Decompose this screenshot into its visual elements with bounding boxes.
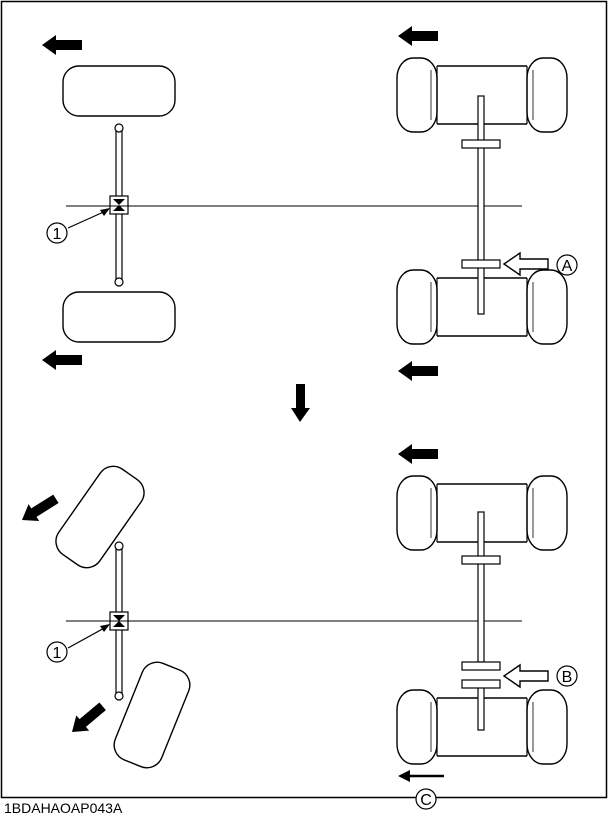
transition-down-arrow [291, 384, 310, 422]
circled-letter-icon: C [415, 788, 437, 810]
circled-letter-icon: A [556, 254, 578, 276]
front-wheel-top-left [62, 65, 176, 117]
black-arrow-icon [16, 490, 62, 529]
black-arrow-icon [42, 35, 82, 55]
leader-1-top [67, 209, 109, 229]
circled-number-icon: 1 [46, 641, 68, 663]
bottom-panel: 1 B C [16, 444, 578, 810]
callout-1-bottom-text: 1 [53, 645, 62, 662]
black-arrow-icon [398, 444, 438, 464]
figure-code: 1BDAHAOAP043A [4, 800, 123, 816]
black-arrow-icon [398, 361, 438, 381]
callout-1-top-text: 1 [53, 226, 62, 243]
callout-c-text: C [420, 792, 432, 809]
top-panel: 1 A [42, 26, 578, 381]
front-wheel-bottom-left [62, 291, 176, 343]
front-axle-top [109, 123, 129, 287]
frame-border [0, 0, 608, 799]
front-wheel-turned-upper [55, 465, 145, 569]
rear-driveshaft-bottom [461, 511, 501, 731]
callout-a-text: A [562, 258, 573, 275]
circled-letter-icon: B [556, 665, 578, 687]
hollow-arrow-icon [503, 664, 549, 688]
front-wheel-turned-lower [113, 661, 191, 769]
callout-b-text: B [562, 669, 573, 686]
black-arrow-icon [42, 350, 82, 370]
circled-number-icon: 1 [46, 222, 68, 244]
rear-driveshaft-top [461, 95, 501, 315]
thin-arrow-c [398, 770, 444, 782]
black-arrow-icon [65, 698, 110, 740]
black-arrow-icon [398, 26, 438, 46]
leader-1-bottom [67, 625, 109, 649]
